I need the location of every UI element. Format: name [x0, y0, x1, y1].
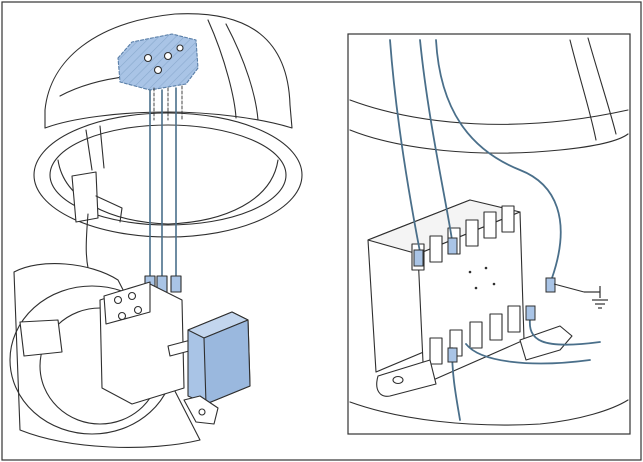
- plate-wires-dashed: [153, 85, 183, 121]
- can-side-edge-2: [587, 37, 617, 135]
- back-can-seam: [207, 19, 237, 119]
- ring-interior-detail: [85, 125, 105, 171]
- mounting-tab: [376, 359, 437, 397]
- can-interior-curve: [349, 129, 629, 154]
- can-interior-curve-2: [349, 99, 629, 125]
- ring-clamp-left: [71, 171, 99, 223]
- speaker-assembly-illustration: [9, 13, 303, 448]
- ground-lead: [553, 283, 585, 293]
- detail-wire-terminals: [413, 237, 556, 363]
- ground-icon: [584, 286, 608, 309]
- detail-panel: [347, 33, 631, 435]
- speaker-frame-arm: [19, 319, 63, 357]
- detail-wires: [389, 39, 601, 421]
- transformer-side: [203, 319, 251, 405]
- can-side-edge: [569, 39, 597, 141]
- mounting-ring-inner: [49, 124, 287, 226]
- can-lower-curve: [349, 399, 629, 426]
- terminal-dots: [468, 266, 496, 290]
- ring-clamp-bracket: [95, 195, 123, 223]
- back-can-seam-2: [225, 23, 259, 121]
- plate-wires: [149, 87, 177, 279]
